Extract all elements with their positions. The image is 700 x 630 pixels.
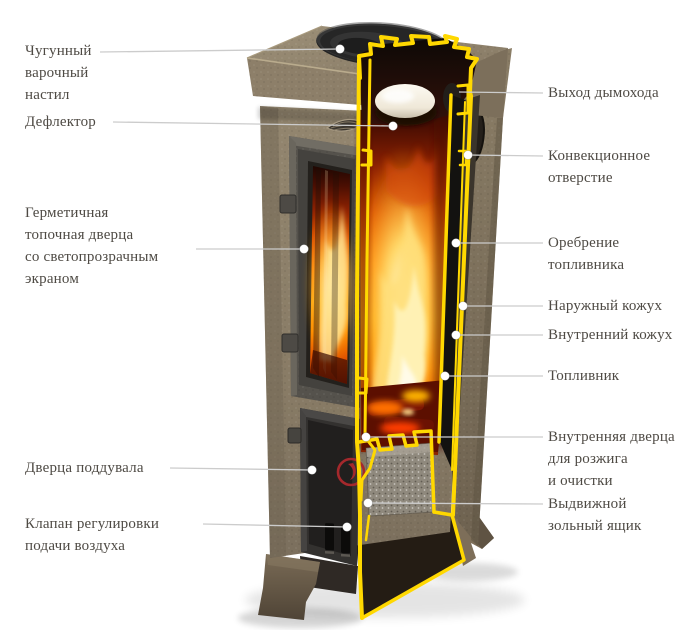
callout-dot (463, 150, 473, 160)
callout-dot (307, 465, 317, 475)
label-firebox-ribbing: Оребрение топливника (548, 235, 625, 273)
ash-door-latch (287, 427, 302, 444)
label-outer-casing: Наружный кожух (548, 298, 663, 314)
callout-dots (299, 44, 473, 532)
leader-cooking-plate (99, 48, 341, 53)
callout-dot (342, 522, 352, 532)
stove-emblem (336, 457, 366, 487)
leader-ash-door (169, 467, 313, 471)
callout-dot (451, 330, 461, 340)
firebox-door (279, 136, 363, 408)
leader-lines (99, 48, 544, 528)
label-chimney-outlet: Выход дымохода (548, 85, 659, 101)
ember-bed (361, 380, 446, 452)
leader-air-valve (202, 523, 348, 528)
door-glass (305, 166, 357, 384)
callout-dot (388, 121, 398, 131)
label-cast-iron-cooking-plate: Чугунный варочный настил (25, 43, 92, 103)
label-sealed-firebox-door: Герметичная топочная дверца со светопроз… (25, 205, 159, 287)
label-firebox: Топливник (548, 368, 620, 384)
callout-dot (451, 238, 461, 248)
door-hinge-top (279, 194, 297, 214)
leader-convection-hole (467, 154, 544, 157)
callout-dot (299, 244, 309, 254)
smoke-deflector-dome (375, 84, 437, 126)
label-convection-hole: Конвекционное отверстие (548, 148, 651, 186)
callout-dot (363, 498, 373, 508)
label-inner-door: Внутренняя дверца для розжига и очистки (548, 429, 675, 489)
label-ash-drawer: Выдвижной зольный ящик (548, 496, 642, 534)
callout-dot (458, 301, 468, 311)
leader-chimney-outlet (458, 91, 544, 94)
leader-deflector (112, 121, 394, 127)
firebox-flames (352, 94, 456, 455)
air-valve-slots[interactable] (325, 523, 350, 557)
door-hinge-bottom (281, 333, 299, 353)
leader-ash-drawer (367, 502, 544, 505)
callout-dot (335, 44, 345, 54)
label-ash-door: Дверца поддувала (25, 460, 144, 476)
label-inner-casing: Внутренний кожух (548, 327, 673, 343)
ash-pan[interactable] (365, 442, 435, 517)
callout-dot (361, 432, 371, 442)
callout-dot (440, 371, 450, 381)
label-deflector: Дефлектор (25, 114, 96, 130)
label-air-valve: Клапан регулировки подачи воздуха (25, 516, 160, 554)
